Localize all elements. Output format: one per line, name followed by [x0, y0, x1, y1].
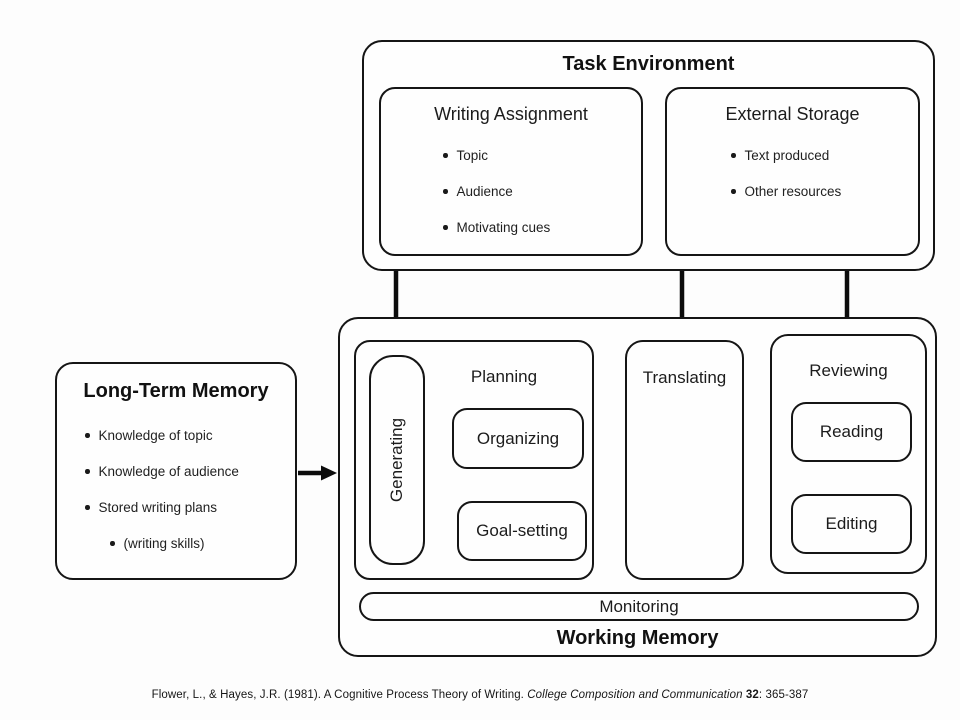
reading-box: Reading	[791, 402, 912, 462]
list-item: Audience	[443, 184, 550, 199]
monitoring-box: Monitoring	[359, 592, 919, 621]
working-memory-box: Planning Generating Organizing Goal-sett…	[338, 317, 937, 657]
reviewing-box: Reviewing Reading Editing	[770, 334, 927, 574]
editing-box: Editing	[791, 494, 912, 554]
citation-volume: 32	[742, 689, 759, 701]
external-storage-box: External Storage Text produced Other res…	[665, 87, 920, 256]
list-item: Other resources	[731, 184, 841, 199]
list-item: Text produced	[731, 148, 841, 163]
arrow-long-term-memory-to-working-memory	[298, 465, 337, 481]
translating-box: Translating	[625, 340, 744, 580]
list-item: Knowledge of audience	[85, 464, 239, 479]
writing-assignment-title: Writing Assignment	[434, 104, 588, 124]
working-memory-title: Working Memory	[556, 627, 719, 649]
bullet-dot	[85, 469, 90, 474]
bullet-dot	[443, 225, 448, 230]
long-term-memory-list: Knowledge of topic Knowledge of audience…	[85, 428, 239, 572]
citation-journal: College Composition and Communication	[527, 689, 743, 701]
task-environment-title: Task Environment	[562, 53, 735, 75]
generating-label: Generating	[387, 417, 406, 503]
bullet-dot	[731, 153, 736, 158]
list-item-sub: (writing skills)	[110, 536, 239, 551]
long-term-memory-box: Long-Term Memory Knowledge of topic Know…	[55, 362, 297, 580]
long-term-memory-title: Long-Term Memory	[83, 380, 269, 402]
bullet-dot	[110, 541, 115, 546]
planning-title: Planning	[470, 367, 538, 386]
bullet-dot	[731, 189, 736, 194]
bullet-dot	[443, 153, 448, 158]
list-item: Knowledge of topic	[85, 428, 239, 443]
bullet-dot	[85, 433, 90, 438]
task-environment-box: Task Environment Writing Assignment Topi…	[362, 40, 935, 271]
reading-label: Reading	[819, 422, 884, 441]
citation-authors: Flower, L., & Hayes, J.R. (1981). A Cogn…	[151, 689, 528, 701]
monitoring-label: Monitoring	[599, 596, 679, 616]
translating-label: Translating	[642, 368, 727, 387]
bullet-dot	[443, 189, 448, 194]
organizing-label: Organizing	[476, 428, 560, 448]
editing-label: Editing	[825, 514, 878, 533]
generating-label-wrap: Generating	[371, 357, 423, 563]
bullet-dot	[85, 505, 90, 510]
list-item: Topic	[443, 148, 550, 163]
citation: Flower, L., & Hayes, J.R. (1981). A Cogn…	[0, 689, 960, 701]
generating-box: Generating	[369, 355, 425, 565]
citation-pages: : 365-387	[758, 689, 809, 701]
goal-setting-box: Goal-setting	[457, 501, 587, 561]
planning-box: Planning Generating Organizing Goal-sett…	[354, 340, 594, 580]
goal-setting-label: Goal-setting	[476, 521, 568, 540]
list-item: Motivating cues	[443, 220, 550, 235]
external-storage-list: Text produced Other resources	[731, 148, 841, 220]
organizing-box: Organizing	[452, 408, 584, 469]
external-storage-title: External Storage	[725, 104, 860, 124]
reviewing-title: Reviewing	[809, 361, 888, 380]
list-item: Stored writing plans	[85, 500, 239, 515]
writing-assignment-list: Topic Audience Motivating cues	[443, 148, 550, 256]
writing-assignment-box: Writing Assignment Topic Audience Motiva…	[379, 87, 643, 256]
